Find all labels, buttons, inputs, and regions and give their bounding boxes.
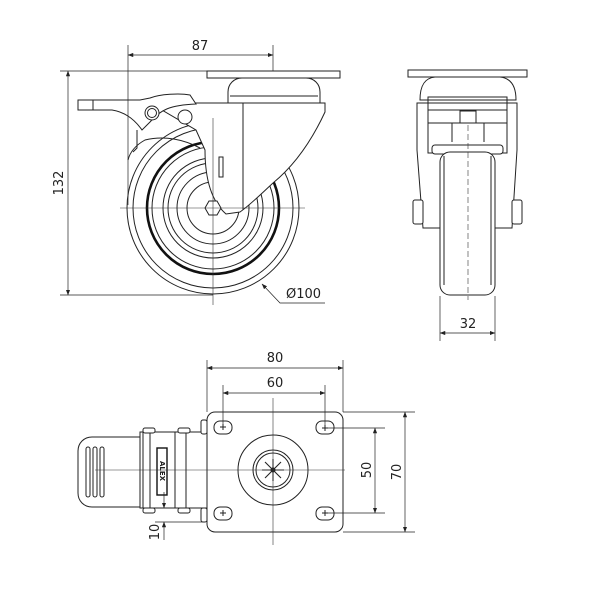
dim-plate-length-label: 70: [390, 464, 405, 481]
dim-plate-width-label: 80: [267, 351, 284, 366]
front-wheel: [439, 151, 496, 296]
top-view: ALEX 80 60: [77, 351, 415, 545]
dim-brake-offset-label: 10: [148, 524, 163, 541]
front-top-plate: [407, 69, 528, 78]
dim-offset-label: 87: [192, 39, 209, 54]
side-fork: [148, 102, 326, 215]
svg-text:ALEX: ALEX: [158, 461, 166, 482]
front-view: 32: [407, 69, 528, 341]
side-top-plate: [206, 70, 341, 79]
side-brake-lever: [77, 93, 197, 153]
side-view: 87 132 Ø100: [52, 39, 341, 305]
dim-wheel-width-label: 32: [460, 317, 477, 332]
dim-wheel-diameter-label: Ø100: [286, 287, 321, 302]
dim-height-label: 132: [52, 171, 67, 196]
swivel-housing: [227, 77, 321, 104]
dim-hole-spacing-x-label: 60: [267, 376, 284, 391]
brake-logo: ALEX: [156, 447, 168, 496]
dim-hole-spacing-y-label: 50: [360, 462, 375, 479]
